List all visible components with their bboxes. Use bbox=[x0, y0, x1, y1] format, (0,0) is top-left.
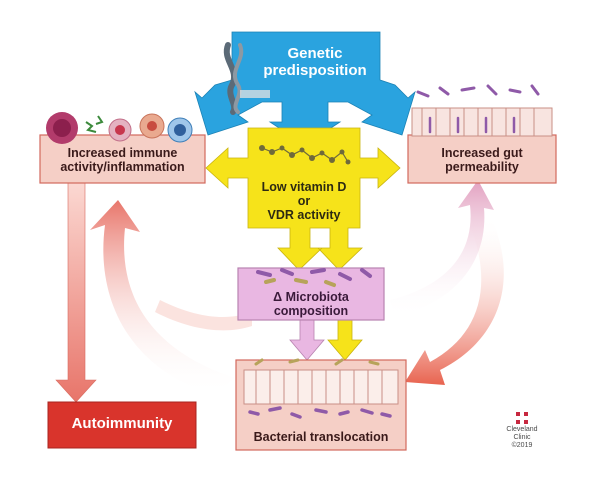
arrow-microbiota-to-bacterial bbox=[289, 319, 325, 361]
autoimmunity-label: Autoimmunity bbox=[71, 415, 173, 432]
curved-arrow-gut-to-bacteria bbox=[405, 215, 504, 385]
bacterial-epithelium-icon bbox=[243, 358, 399, 419]
chromosome-icon bbox=[223, 42, 270, 115]
microbiota-line-2: composition bbox=[273, 304, 349, 318]
microbiota-label: Δ Microbiota composition bbox=[238, 290, 384, 318]
credit-year: ©2019 bbox=[511, 441, 533, 449]
vitamin-d-line-2: or bbox=[297, 194, 311, 208]
immune-activity-label: Increased immune activity/inflammation bbox=[60, 146, 185, 174]
autoimmunity-box bbox=[47, 401, 197, 449]
credit-line-2: Clinic bbox=[513, 433, 531, 441]
arrow-immune-to-autoimmunity bbox=[55, 182, 97, 403]
vitamin-d-arrow bbox=[205, 127, 401, 271]
gut-permeability-label: Increased gut permeability bbox=[441, 146, 523, 174]
curved-arrow-microbiota-to-gut bbox=[390, 180, 494, 318]
bacterial-translocation-label: Bacterial translocation bbox=[253, 430, 389, 444]
vitamin-d-molecule-icon bbox=[259, 145, 351, 165]
curved-arrow-bacteria-to-immune bbox=[90, 200, 235, 395]
genetic-predisposition-label: Genetic predisposition bbox=[263, 45, 367, 79]
vitamin-d-label: Low vitamin D or VDR activity bbox=[248, 180, 360, 222]
cleveland-clinic-logo bbox=[516, 412, 528, 424]
vitamin-d-line-1: Low vitamin D bbox=[261, 180, 347, 194]
faint-arrow-microbiota-left bbox=[155, 300, 252, 331]
microbiota-line-1: Δ Microbiota bbox=[273, 290, 349, 304]
vitamin-d-line-3: VDR activity bbox=[267, 208, 341, 222]
bacteria-icon bbox=[256, 268, 372, 287]
immune-cells-icon bbox=[46, 112, 193, 144]
microbiota-box bbox=[237, 267, 385, 321]
credit-line-1: Cleveland bbox=[506, 426, 538, 433]
gut-epithelium-icon bbox=[411, 84, 553, 137]
arrow-vitd-to-bacterial bbox=[327, 319, 363, 361]
credit-text: Cleveland Clinic ©2019 bbox=[498, 426, 546, 449]
